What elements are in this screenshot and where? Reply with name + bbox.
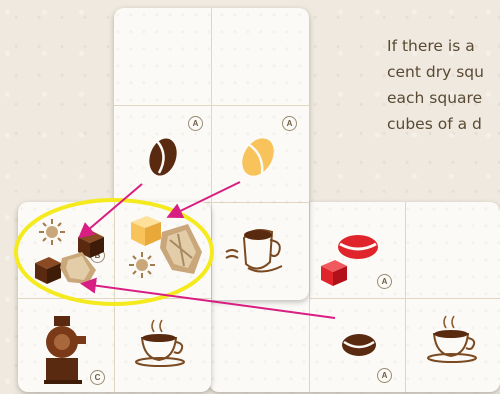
top-card-letter-a-left: A [188,116,203,131]
coffee-cup-icon [134,316,192,372]
coffee-bean-dark-icon [340,330,378,360]
coffee-cup-icon [426,312,484,368]
sun-icon [38,218,66,246]
right-card-letter-a-bottom: A [377,368,392,383]
coffee-bean-yellow-icon [238,134,278,180]
tilted-cup-icon [222,218,292,278]
top-card-divider-h1 [114,105,309,106]
rules-line-1: If there is a [387,33,500,59]
rules-line-2: cent dry squ [387,59,500,85]
right-card-divider-v1 [309,202,310,392]
coffee-bean-dark-icon [145,135,181,179]
left-card-divider-h [18,298,211,299]
left-card-divider-v [114,202,115,392]
sack-icon [158,222,206,278]
top-card-divider-v [211,8,212,300]
sack-icon [58,250,98,286]
sun-icon [128,251,156,279]
top-card-letter-a-right: A [282,116,297,131]
right-card-divider-v2 [405,202,406,392]
red-cube-icon [318,258,350,288]
rules-line-4: cubes of a d [387,111,500,137]
roaster-icon [38,312,90,386]
right-card-letter-a-middle: A [377,274,392,289]
left-card-letter-c: C [90,370,105,385]
rules-text: If there is a cent dry squ each square c… [387,33,500,137]
rules-line-3: each square [387,85,500,111]
